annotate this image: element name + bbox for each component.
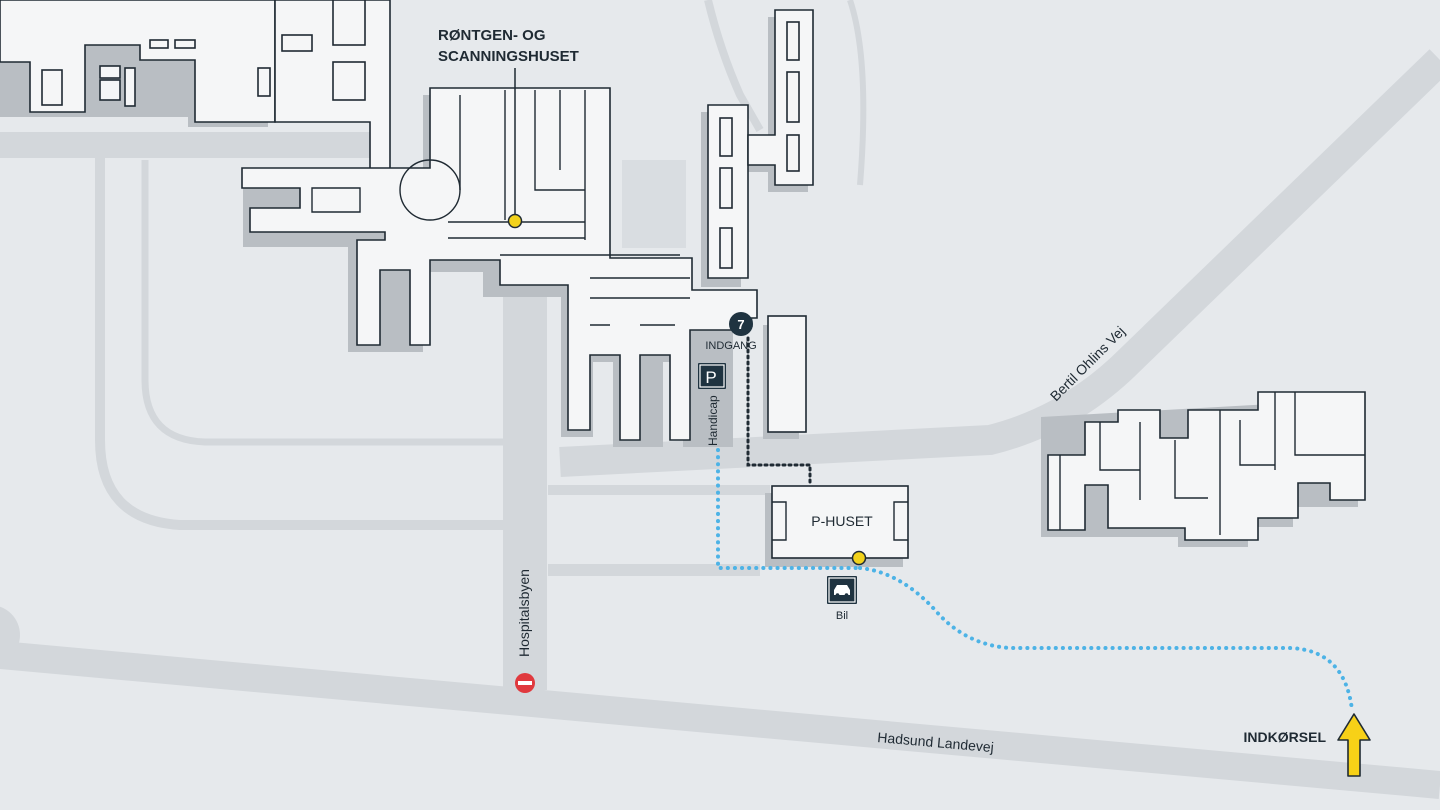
route-handicap-walk (716, 448, 862, 570)
car-icon[interactable] (827, 576, 857, 604)
label-handicap: Handicap (706, 395, 720, 446)
label-rontgen-line1: RØNTGEN- OG (438, 27, 546, 44)
label-indkorsel: INDKØRSEL (1244, 729, 1327, 745)
marker-p-huset[interactable] (851, 550, 867, 566)
road-north-service (704, 0, 764, 132)
route-drive-in (858, 566, 1354, 712)
building-east-complex (1047, 391, 1366, 541)
label-indgang: INDGANG (705, 340, 756, 352)
routes (716, 336, 1354, 712)
label-bil: Bil (836, 610, 848, 622)
buildings (0, 0, 1366, 559)
route-dotted-dark (746, 336, 812, 486)
marker-rontgen[interactable] (507, 213, 523, 229)
entrance-number: 7 (737, 317, 744, 332)
label-rontgen-line2: SCANNINGSHUSET (438, 48, 579, 65)
parking-icon[interactable]: P (698, 363, 726, 389)
entrance-badge[interactable]: 7 (729, 312, 753, 336)
label-p-huset: P-HUSET (811, 513, 873, 529)
parking-letter: P (705, 368, 716, 387)
building-east-block (767, 315, 807, 433)
building-p-huset (771, 485, 909, 559)
road-bertil-ohlins-vej (559, 49, 1440, 477)
arrow-up-icon (1337, 713, 1371, 777)
roundabout-west (0, 606, 20, 664)
no-entry-icon (515, 673, 535, 693)
parking-lot-north (622, 160, 686, 248)
label-hospitalsbyen: Hospitalsbyen (516, 569, 532, 657)
road-west-loop (95, 150, 505, 530)
road-hadsund-landevej (0, 641, 1440, 799)
road-north-service-2 (847, 0, 867, 186)
road-west-inner (141, 160, 505, 446)
